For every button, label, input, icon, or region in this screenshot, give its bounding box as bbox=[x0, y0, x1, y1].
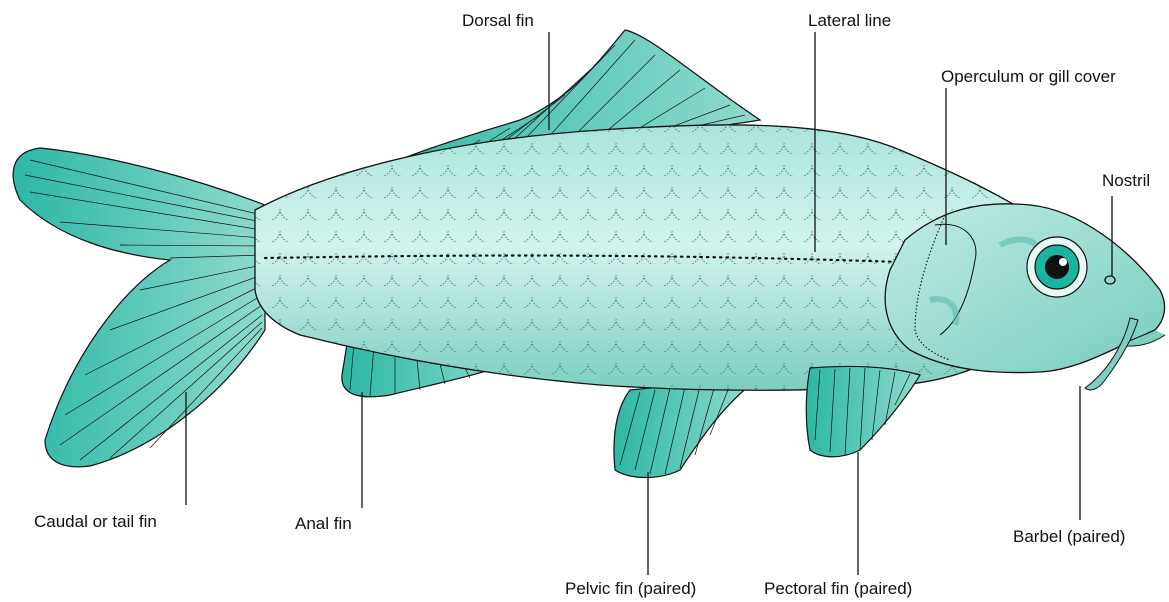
label-pectoral-fin: Pectoral fin (paired) bbox=[764, 580, 912, 597]
label-dorsal-fin: Dorsal fin bbox=[462, 12, 534, 29]
pelvic-fin bbox=[614, 383, 750, 478]
label-anal-fin: Anal fin bbox=[295, 515, 352, 532]
label-nostril: Nostril bbox=[1102, 172, 1150, 189]
label-barbel: Barbel (paired) bbox=[1013, 528, 1125, 545]
label-pelvic-fin: Pelvic fin (paired) bbox=[565, 580, 696, 597]
label-caudal-fin: Caudal or tail fin bbox=[34, 513, 157, 530]
caudal-fin bbox=[13, 148, 265, 467]
pectoral-fin bbox=[806, 366, 920, 456]
eye bbox=[1027, 237, 1087, 297]
label-operculum: Operculum or gill cover bbox=[941, 68, 1116, 85]
label-lateral-line: Lateral line bbox=[808, 12, 891, 29]
